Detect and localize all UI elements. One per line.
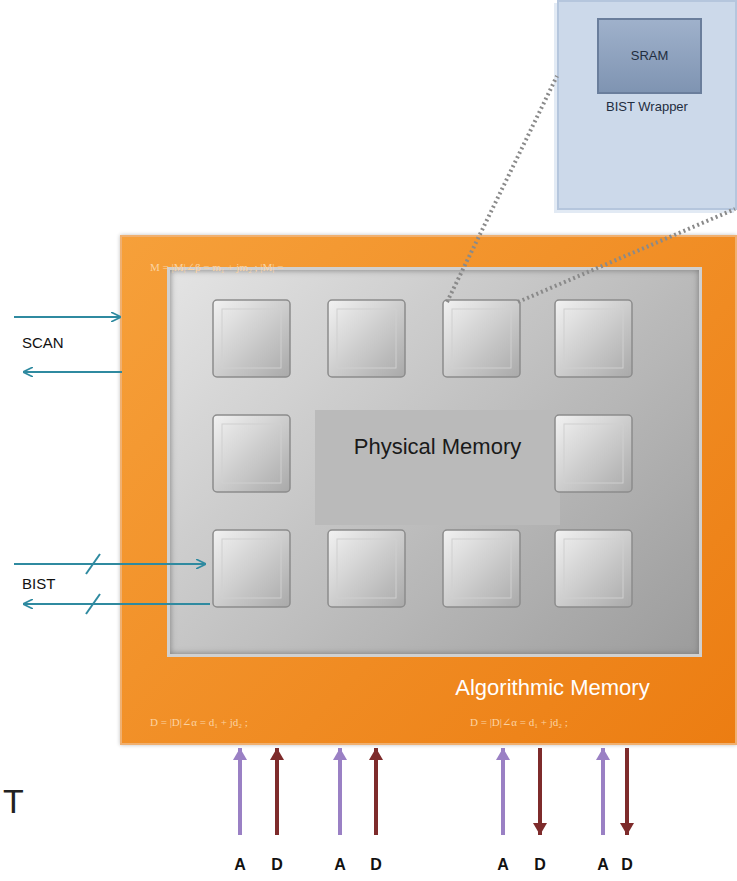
data-arrow <box>275 748 279 835</box>
port-name: A <box>334 856 346 874</box>
scan-arrow <box>14 316 120 318</box>
port-name: D <box>621 856 633 874</box>
box-label: BIST Wrapper <box>559 99 735 114</box>
box-label: SRAM <box>599 48 700 63</box>
data-arrow <box>538 748 542 835</box>
port-name: A <box>497 856 509 874</box>
port-name: D <box>370 856 382 874</box>
memory-box: Algorithmic Memory Physical Memory <box>120 235 737 745</box>
memory-box: Physical Memory <box>167 267 702 657</box>
memory-box: SRAM <box>597 18 702 94</box>
bus-slash <box>86 554 100 574</box>
address-arrow <box>238 748 242 835</box>
signal-name: BIST <box>22 575 55 592</box>
data-arrow <box>625 748 629 835</box>
address-arrow <box>601 748 605 835</box>
address-arrow <box>338 748 342 835</box>
fragment-letter: T <box>3 782 24 821</box>
box-label: Algorithmic Memory <box>122 675 737 701</box>
memory-box: BIST Wrapper SRAM <box>557 0 737 210</box>
port-name: D <box>271 856 283 874</box>
signal-name: SCAN <box>22 334 64 351</box>
box-label: Physical Memory <box>315 410 560 525</box>
watermark: M = |M|∠β = m₁ + jm₂ ; |M| = <box>150 261 283 274</box>
data-arrow <box>374 748 378 835</box>
port-name: A <box>597 856 609 874</box>
scan-arrow <box>24 371 122 373</box>
address-arrow <box>501 748 505 835</box>
watermark: D = |D|∠α = d₁ + jd₂ ; <box>470 716 568 729</box>
bus-slash <box>86 594 100 614</box>
port-name: D <box>534 856 546 874</box>
watermark: D = |D|∠α = d₁ + jd₂ ; <box>150 716 248 729</box>
port-name: A <box>234 856 246 874</box>
